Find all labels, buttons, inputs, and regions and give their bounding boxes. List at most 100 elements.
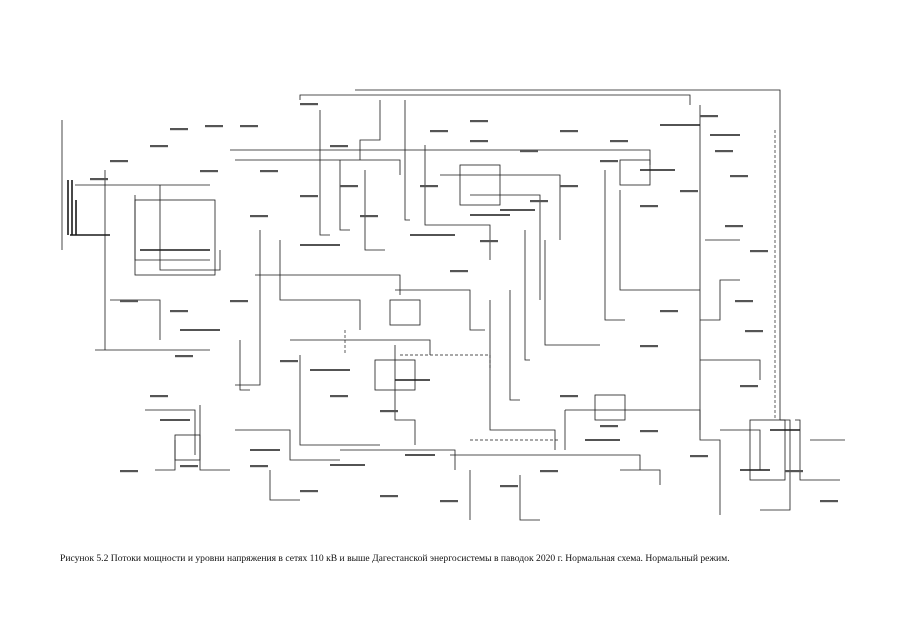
tiny-label-mark — [660, 310, 678, 313]
main-line — [279, 240, 361, 330]
substation-box — [749, 419, 786, 481]
tiny-label-mark — [380, 495, 398, 498]
tiny-label-mark — [520, 150, 538, 153]
main-line — [509, 290, 520, 401]
tiny-label-mark — [250, 215, 268, 218]
tiny-label-mark — [175, 355, 193, 358]
main-line — [319, 110, 330, 236]
main-line — [620, 469, 661, 485]
main-line — [395, 289, 485, 331]
tiny-label-mark — [735, 300, 753, 303]
tiny-label-mark — [560, 130, 578, 133]
main-line — [269, 470, 300, 501]
main-line — [340, 449, 456, 470]
tiny-label-mark — [745, 330, 763, 333]
tiny-label-mark — [260, 170, 278, 173]
substation-box — [174, 434, 201, 461]
tiny-label-mark — [690, 455, 708, 458]
substation-box — [389, 299, 421, 326]
tiny-label-mark — [600, 425, 618, 428]
tiny-label-mark — [280, 360, 298, 363]
main-line — [230, 149, 651, 165]
main-line — [155, 440, 176, 471]
tiny-label-mark — [640, 205, 658, 208]
main-line — [699, 105, 721, 515]
tiny-label-mark — [330, 395, 348, 398]
main-line — [424, 145, 491, 260]
tiny-label-mark — [200, 170, 218, 173]
main-line — [700, 279, 740, 321]
tiny-label-mark — [540, 470, 558, 473]
main-line — [364, 170, 385, 251]
main-line — [359, 100, 381, 160]
tiny-label-mark — [330, 145, 348, 148]
tiny-label-mark — [640, 345, 658, 348]
main-line — [235, 159, 401, 175]
tiny-label-mark — [560, 395, 578, 398]
main-line — [544, 240, 600, 346]
main-line — [339, 160, 350, 231]
substation-box — [594, 394, 626, 421]
main-line — [255, 274, 401, 295]
tiny-label-mark — [450, 270, 468, 273]
main-line — [145, 409, 196, 455]
main-line — [619, 190, 700, 291]
tiny-label-mark — [500, 485, 518, 488]
main-line — [604, 170, 625, 321]
main-line — [394, 345, 416, 445]
tiny-label-mark — [785, 470, 803, 473]
main-line — [700, 359, 761, 380]
tiny-label-mark — [120, 470, 138, 473]
tiny-label-mark — [170, 128, 188, 131]
tiny-label-mark — [480, 240, 498, 243]
main-line — [299, 94, 691, 105]
tiny-label-mark — [700, 115, 718, 118]
tiny-label-mark — [730, 175, 748, 178]
tiny-label-mark — [420, 185, 438, 188]
tiny-label-mark — [440, 500, 458, 503]
substation-busbars — [67, 124, 800, 471]
main-line — [760, 419, 791, 511]
main-line — [235, 230, 261, 386]
main-line — [299, 355, 380, 446]
tiny-label-mark — [230, 300, 248, 303]
figure-caption: Рисунок 5.2 Потоки мощности и уровни нап… — [60, 553, 730, 564]
main-line — [519, 475, 540, 521]
tiny-label-mark — [120, 300, 138, 303]
main-line — [159, 185, 221, 271]
tiny-label-mark — [725, 225, 743, 228]
tiny-label-mark — [820, 500, 838, 503]
substation-box — [619, 159, 651, 186]
tiny-label-mark — [680, 190, 698, 193]
main-line — [565, 409, 701, 430]
main-line — [355, 89, 781, 420]
main-line — [524, 230, 530, 361]
dashed-line — [400, 354, 491, 370]
node-labels — [90, 103, 838, 503]
tiny-label-mark — [610, 140, 628, 143]
main-line — [235, 429, 340, 461]
main-line — [440, 174, 561, 240]
tiny-label-mark — [250, 465, 268, 468]
main-line — [404, 100, 410, 221]
tiny-label-mark — [560, 185, 578, 188]
tiny-label-mark — [240, 125, 258, 128]
tiny-label-mark — [750, 250, 768, 253]
main-line — [720, 429, 761, 470]
tiny-label-mark — [340, 185, 358, 188]
tiny-label-mark — [150, 145, 168, 148]
tiny-label-mark — [470, 140, 488, 143]
tiny-label-mark — [600, 160, 618, 163]
tiny-label-mark — [90, 178, 108, 181]
main-line — [450, 454, 641, 470]
tiny-label-mark — [300, 103, 318, 106]
tiny-label-mark — [380, 410, 398, 413]
tiny-label-mark — [430, 130, 448, 133]
substation-box — [459, 164, 501, 206]
tiny-label-mark — [530, 200, 548, 203]
transmission-lines — [61, 89, 845, 521]
main-line — [239, 340, 250, 391]
substation-box — [374, 359, 416, 391]
